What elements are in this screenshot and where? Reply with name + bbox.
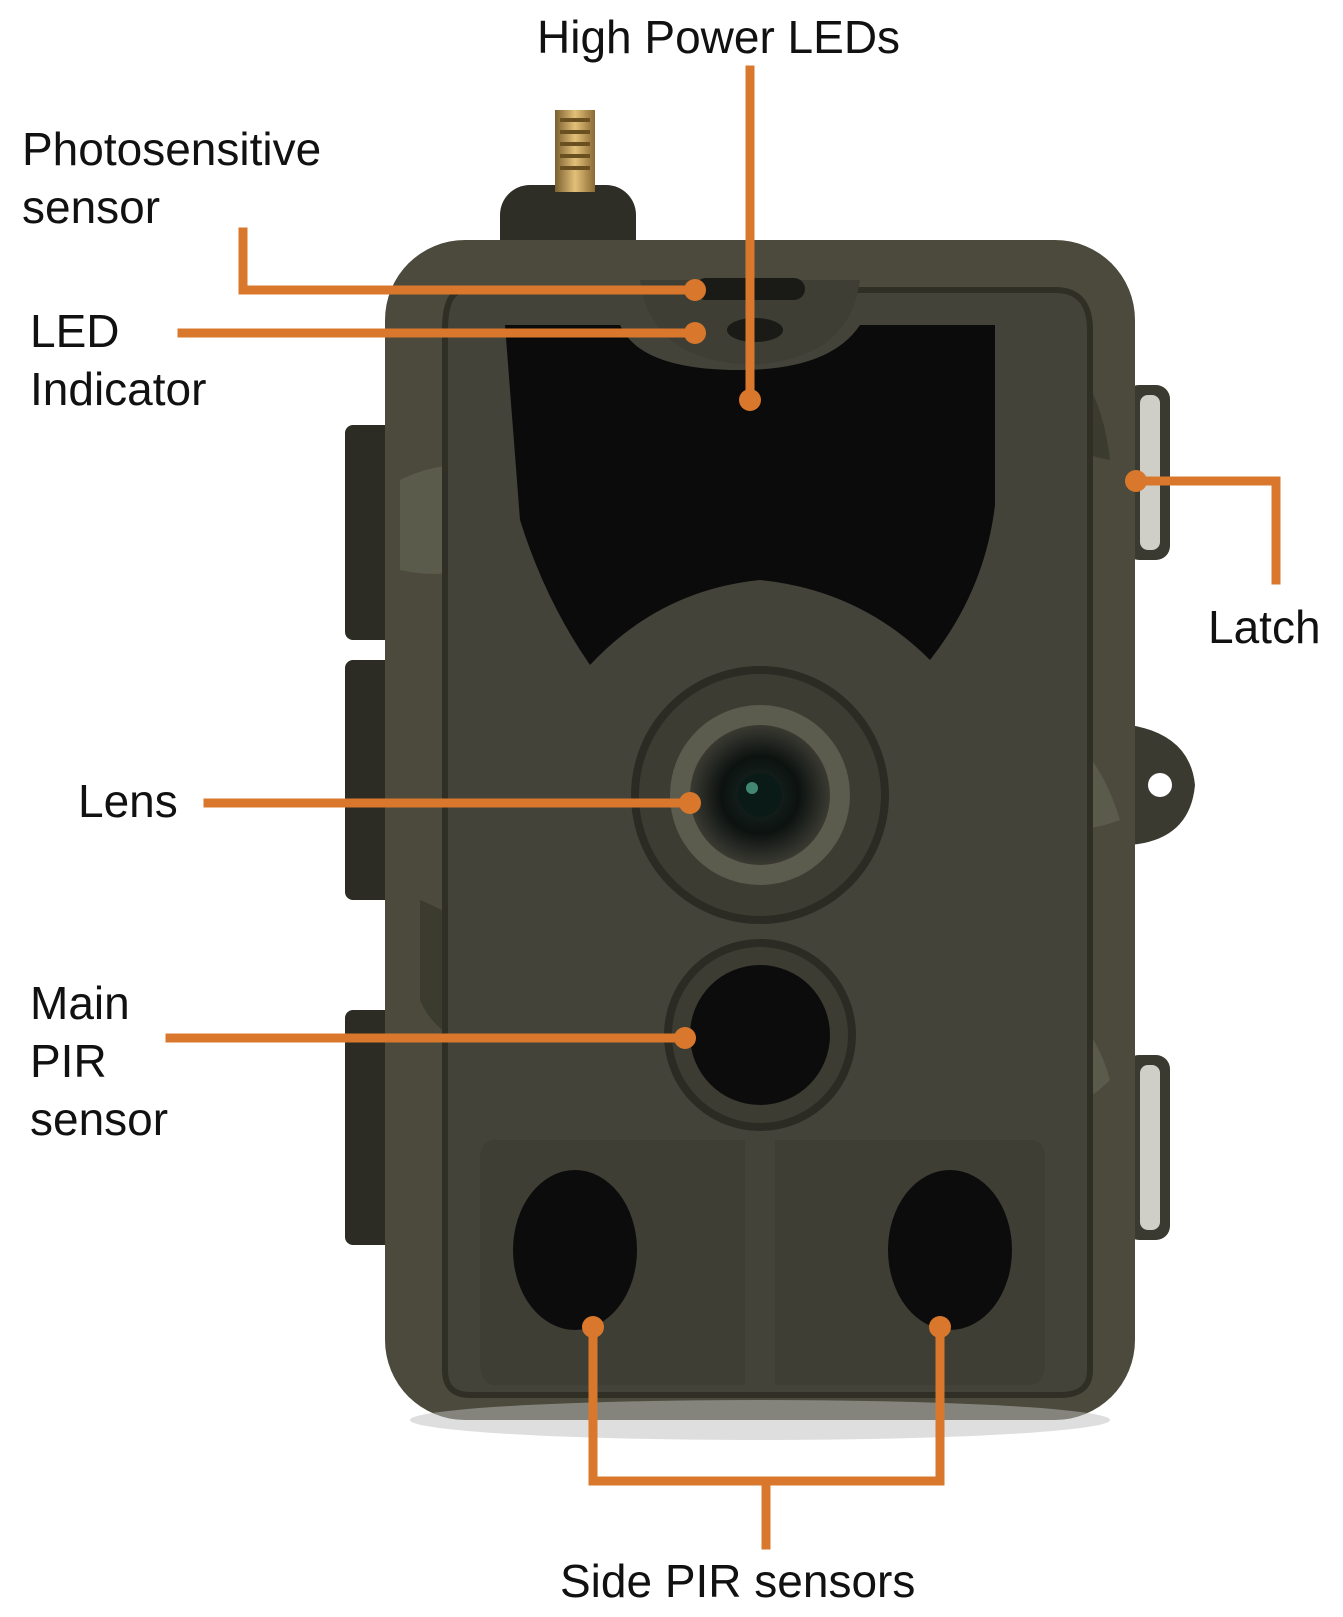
leader-latch (1131, 476, 1281, 585)
label-high-power-leds: High Power LEDs (537, 11, 901, 63)
label-main-pir-sensor: Main PIR sensor (30, 977, 169, 1145)
lens-icon (631, 666, 889, 924)
main-pir-icon (664, 939, 856, 1131)
leader-photosensitive-sensor (238, 227, 700, 295)
side-pir-icon (480, 1140, 1045, 1385)
label-lens: Lens (78, 775, 178, 827)
label-side-pir-sensors: Side PIR sensors (560, 1555, 916, 1607)
label-photosensitive-sensor: Photosensitive sensor (22, 123, 322, 233)
leader-lines (165, 65, 1281, 1550)
label-led-indicator: LED Indicator (30, 305, 207, 415)
label-latch: Latch (1208, 601, 1321, 653)
leader-dots (582, 279, 1147, 1338)
latch-icon (1125, 385, 1195, 1240)
ir-led-window (505, 325, 995, 665)
